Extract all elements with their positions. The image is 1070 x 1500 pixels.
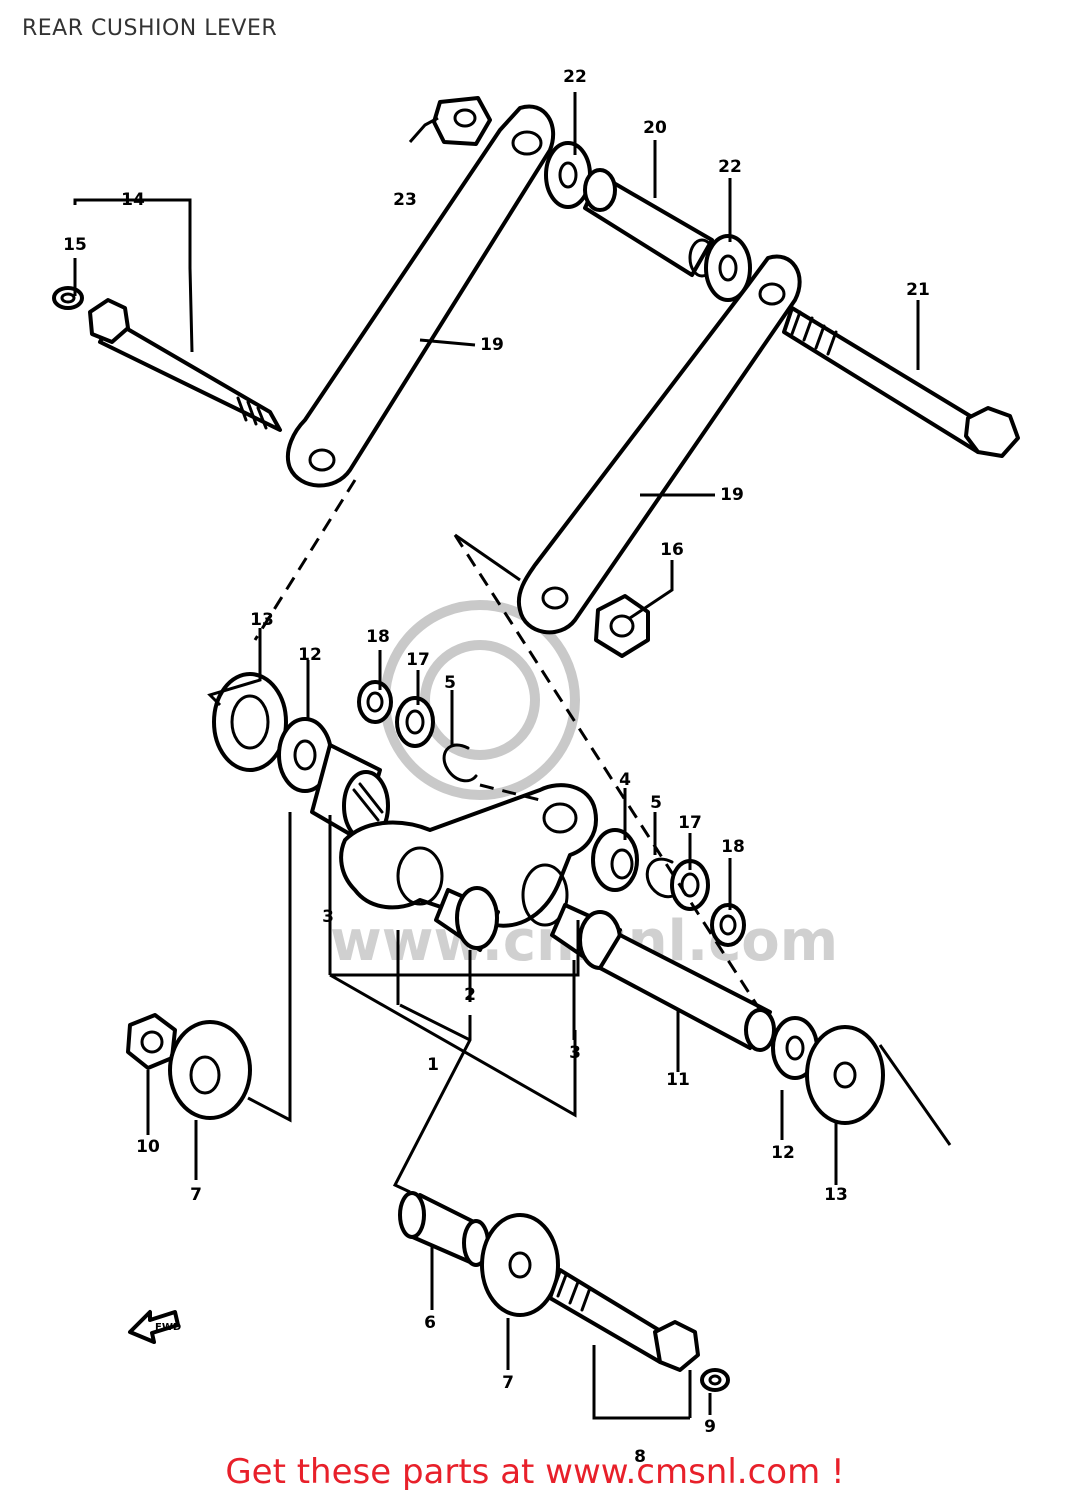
callout-18-lower: 18	[721, 837, 745, 857]
callout-16: 16	[660, 540, 684, 560]
part-washer-9	[700, 1368, 730, 1392]
callout-15: 15	[63, 235, 87, 255]
callout-18-upper: 18	[366, 627, 390, 647]
callouts: 1 2 3 3 4 5 5 6 7 7 8 9 10 11 12 12 13 1…	[63, 67, 930, 1467]
part-link-19-right	[516, 254, 802, 635]
callout-19-lower: 19	[720, 485, 744, 505]
callout-3-left: 3	[322, 907, 334, 927]
part-bolt-14	[88, 298, 282, 432]
callout-7-left: 7	[190, 1185, 202, 1205]
callout-3-right: 3	[569, 1043, 581, 1063]
callout-23: 23	[393, 190, 417, 210]
part-spacer-20	[583, 168, 716, 278]
part-seal-17-lower	[670, 859, 710, 911]
callout-5-lower: 5	[650, 793, 662, 813]
footer-link[interactable]: Get these parts at www.cmsnl.com !	[225, 1452, 845, 1492]
alignment-lines	[253, 479, 762, 1011]
callout-5-upper: 5	[444, 673, 456, 693]
callout-9: 9	[704, 1417, 716, 1437]
part-seal-17-upper	[395, 696, 435, 748]
part-bearing-4	[591, 828, 639, 892]
part-spacer-11	[598, 933, 776, 1052]
callout-21: 21	[906, 280, 930, 300]
part-seal-7-left	[168, 1020, 252, 1120]
callout-22-lower: 22	[718, 157, 742, 177]
fwd-label: FWD	[155, 1322, 181, 1333]
part-seal-13-upper	[212, 672, 288, 772]
part-lever-1	[339, 783, 598, 928]
callout-1: 1	[427, 1055, 439, 1075]
callout-13-lower: 13	[824, 1185, 848, 1205]
callout-11: 11	[666, 1070, 690, 1090]
callout-7-bottom: 7	[502, 1373, 514, 1393]
part-link-19-left	[285, 104, 556, 488]
callout-17-upper: 17	[406, 650, 430, 670]
part-nut-16	[594, 594, 650, 658]
part-nut-10	[126, 1013, 177, 1070]
callout-6: 6	[424, 1313, 436, 1333]
part-retainer-18-upper	[357, 680, 393, 724]
callout-19-upper: 19	[480, 335, 504, 355]
callout-13-upper: 13	[250, 610, 274, 630]
callout-14: 14	[121, 190, 145, 210]
callout-10: 10	[136, 1137, 160, 1157]
leader-lines	[73, 92, 952, 1420]
part-spacer-6	[398, 1191, 490, 1267]
part-nut-23	[432, 96, 492, 146]
callout-8: 8	[634, 1447, 646, 1467]
callout-22-upper: 22	[563, 67, 587, 87]
part-bearing-2	[434, 886, 500, 952]
part-bolt-8	[548, 1268, 700, 1372]
part-washer-22-lower	[704, 234, 752, 302]
callout-12-upper: 12	[298, 645, 322, 665]
part-bolt-21	[782, 306, 1020, 458]
callout-2: 2	[464, 985, 476, 1005]
callout-12-lower: 12	[771, 1143, 795, 1163]
part-washer-15	[52, 286, 84, 310]
part-circlip-5-upper	[442, 743, 478, 783]
callout-4: 4	[619, 770, 631, 790]
callout-17-lower: 17	[678, 813, 702, 833]
part-retainer-18-lower	[710, 903, 746, 947]
fwd-arrow: FWD	[128, 1310, 181, 1344]
part-seal-7-bottom	[480, 1213, 560, 1317]
part-seal-13-lower	[805, 1025, 885, 1125]
part-washer-22-upper	[544, 141, 592, 209]
callout-20: 20	[643, 118, 667, 138]
page-title: REAR CUSHION LEVER	[22, 16, 278, 41]
part-circlip-5-lower	[645, 857, 680, 899]
